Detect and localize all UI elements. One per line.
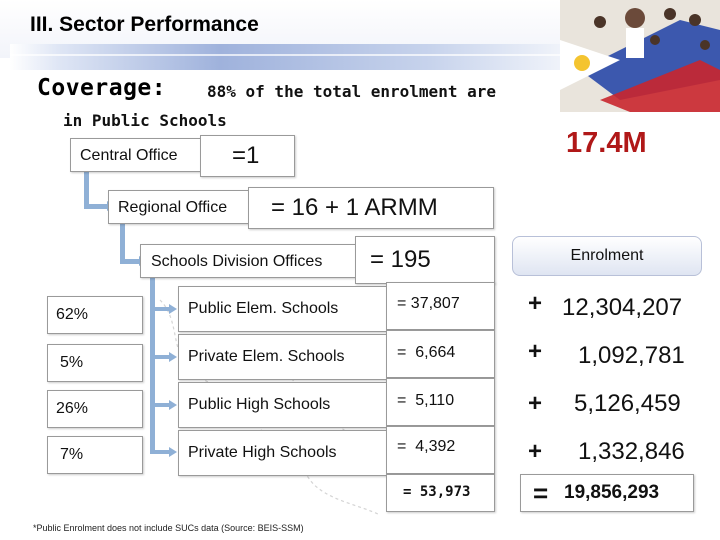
- total-enrolment-figure: 17.4M: [566, 127, 647, 159]
- plus-sign: +: [528, 438, 543, 465]
- plus-sign: +: [528, 338, 543, 365]
- pct-box-private-elem: 5%: [47, 344, 143, 382]
- coverage-description: 88% of the total enrolment are: [207, 82, 496, 101]
- total-enrolment-box: = 19,856,293: [520, 474, 694, 512]
- enrolment-public-elem: 12,304,207: [562, 294, 683, 321]
- count-public-high: = 5,110: [397, 392, 455, 409]
- regional-office-count-box: = 16 + 1 ARMM: [248, 187, 494, 229]
- count-box-private-elem: = 6,664: [386, 330, 495, 378]
- total-enrolment: 19,856,293: [564, 482, 660, 503]
- enrolment-public-high: 5,126,459: [574, 390, 681, 417]
- pct-private-high: 7%: [60, 446, 84, 463]
- enrolment-header: Enrolment: [512, 236, 702, 276]
- plus-sign: +: [528, 290, 543, 317]
- school-type-box-public-high: Public High Schools: [178, 382, 388, 428]
- connector-branch-2: [150, 355, 170, 359]
- title-underline-bar: [10, 44, 610, 70]
- school-type-box-private-elem: Private Elem. Schools: [178, 334, 388, 380]
- connector-arrow: [169, 352, 177, 362]
- plus-sign: +: [528, 390, 543, 417]
- pct-public-elem: 62%: [56, 306, 89, 323]
- connector-regional-to-division-h: [120, 259, 140, 264]
- pct-private-elem: 5%: [60, 354, 84, 371]
- coverage-heading: Coverage:: [37, 75, 167, 101]
- title-underline-highlight: [10, 54, 570, 56]
- central-office-box: Central Office: [70, 138, 202, 172]
- connector-arrow: [169, 447, 177, 457]
- division-offices-count-box: = 195: [355, 236, 495, 284]
- pct-public-high: 26%: [56, 400, 89, 417]
- total-school-count: = 53,973: [403, 484, 471, 500]
- school-type-private-high: Private High Schools: [188, 444, 337, 461]
- equals-sign: =: [533, 478, 549, 508]
- central-office-count-box: =1: [200, 135, 295, 177]
- division-offices-label: Schools Division Offices: [151, 253, 323, 270]
- count-box-public-elem: = 37,807: [386, 282, 495, 330]
- pct-box-public-high: 26%: [47, 390, 143, 428]
- connector-arrow: [169, 400, 177, 410]
- division-offices-count: = 195: [370, 246, 431, 273]
- central-office-label: Central Office: [80, 147, 178, 164]
- school-type-private-elem: Private Elem. Schools: [188, 348, 345, 365]
- footnote: *Public Enrolment does not include SUCs …: [33, 523, 304, 533]
- connector-division-to-schools: [150, 276, 155, 454]
- connector-central-to-regional: [84, 170, 89, 208]
- central-office-count: =1: [232, 142, 260, 169]
- connector-arrow: [169, 304, 177, 314]
- division-offices-box: Schools Division Offices: [140, 244, 357, 278]
- count-private-elem: = 6,664: [397, 344, 456, 361]
- count-private-high: = 4,392: [397, 438, 456, 455]
- connector-branch-4: [150, 450, 170, 454]
- coverage-description-cont: in Public Schools: [63, 111, 227, 130]
- school-type-public-elem: Public Elem. Schools: [188, 300, 339, 317]
- students-flag-photo: [560, 0, 720, 112]
- regional-office-count: = 16 + 1 ARMM: [271, 194, 438, 221]
- connector-regional-to-division: [120, 223, 125, 263]
- enrolment-private-elem: 1,092,781: [578, 342, 685, 369]
- pct-box-private-high: 7%: [47, 436, 143, 474]
- school-type-public-high: Public High Schools: [188, 396, 331, 413]
- pct-box-public-elem: 62%: [47, 296, 143, 334]
- total-count-box: = 53,973: [386, 474, 495, 512]
- school-type-box-private-high: Private High Schools: [178, 430, 388, 476]
- regional-office-label: Regional Office: [118, 199, 228, 216]
- school-type-box-public-elem: Public Elem. Schools: [178, 286, 388, 332]
- count-box-private-high: = 4,392: [386, 426, 495, 474]
- regional-office-box: Regional Office: [108, 190, 250, 224]
- connector-branch-1: [150, 307, 170, 311]
- enrolment-private-high: 1,332,846: [578, 438, 685, 465]
- count-box-public-high: = 5,110: [386, 378, 495, 426]
- connector-central-to-regional-h: [84, 204, 108, 209]
- section-title: III. Sector Performance: [30, 13, 259, 36]
- connector-branch-3: [150, 403, 170, 407]
- count-public-elem: = 37,807: [397, 295, 460, 312]
